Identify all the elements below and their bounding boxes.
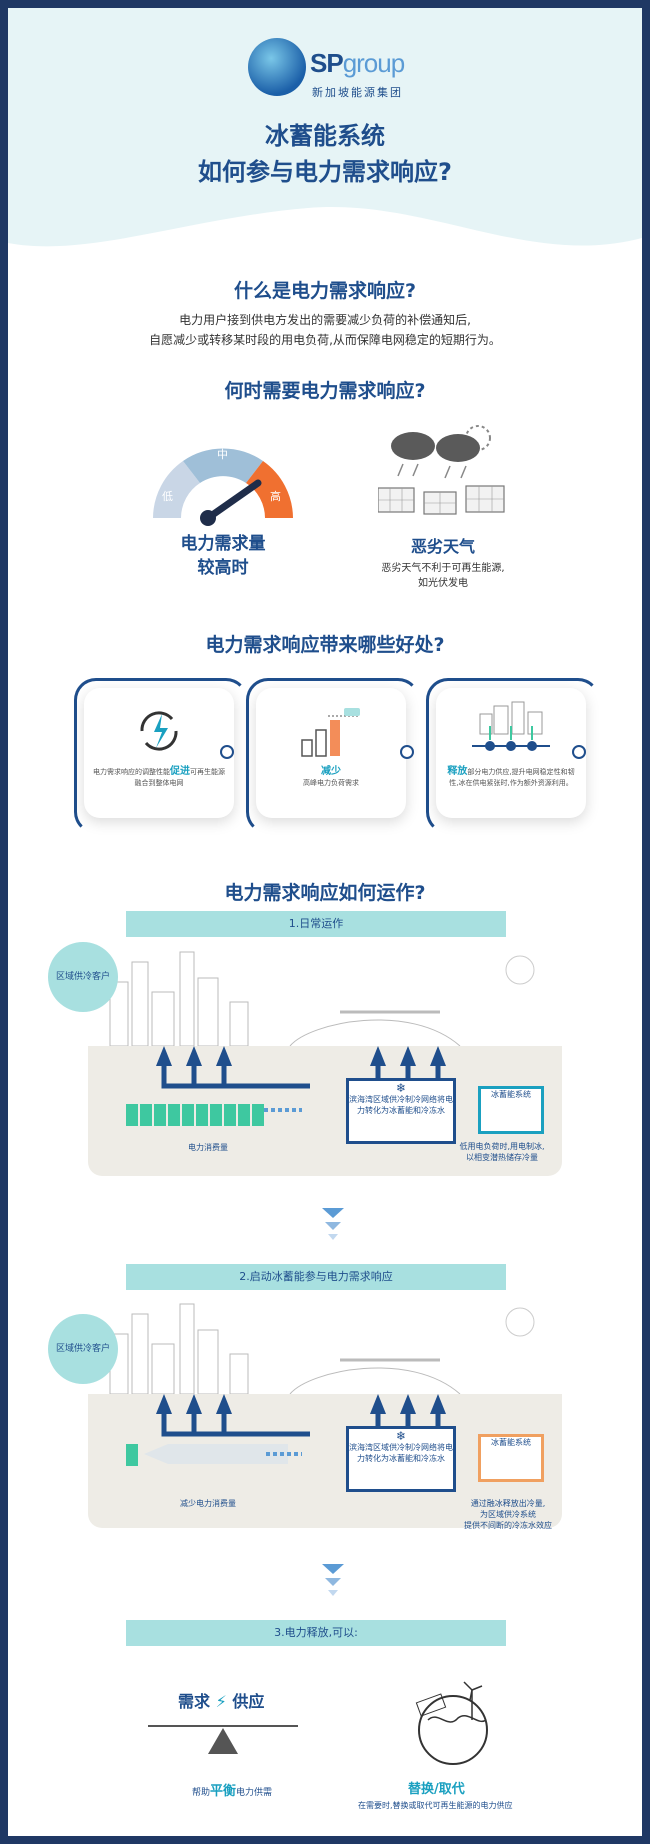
- what-description: 电力用户接到供电方发出的需要减少负荷的补偿通知后, 自愿减少或转移某时段的用电负…: [149, 313, 501, 347]
- gauge-mid-label: 中: [217, 448, 228, 461]
- bolt-icon: ⚡: [215, 1692, 227, 1711]
- gauge-low-label: 低: [162, 490, 173, 503]
- gauge-caption: 电力需求量 较高时: [180, 534, 266, 578]
- step2-central-plant: ❄ 滨海湾区域供冷制冷网络将电力转化为冰蓄能和冷冻水: [346, 1426, 456, 1492]
- chevron-down-icon: [322, 1564, 344, 1596]
- step2-note: 通过融冰释放出冷量, 为区域供冷系统 提供不间断的冷冻水效应: [464, 1499, 552, 1530]
- replace-highlight: 替换/取代: [408, 1782, 465, 1797]
- header-wave: [8, 8, 642, 247]
- step2-battery-bar: [126, 1444, 140, 1470]
- page-title: 冰蓄能系统 如何参与电力需求响应?: [198, 122, 452, 186]
- gauge-needle: [204, 479, 262, 522]
- peak-reduction-icon: [301, 708, 360, 757]
- step1-ice-storage: 冰蓄能系统: [478, 1086, 544, 1134]
- benefits-heading: 电力需求响应带来哪些好处?: [205, 634, 445, 656]
- card-ring-2: [246, 678, 420, 834]
- how-heading: 电力需求响应如何运作?: [224, 882, 426, 904]
- benefit-card-release: 释放部分电力供应,提升电网稳定性和韧性,冰在供电紧张时,作为额外资源利用。: [436, 688, 586, 818]
- logo-brand: SPgroup: [310, 48, 405, 78]
- connector-dot: [400, 745, 414, 759]
- step1-customer-badge: 区域供冷客户: [48, 942, 118, 1012]
- replace-caption: 在需要时,替换或取代可再生能源的电力供应: [358, 1801, 513, 1810]
- step2-pipes: [144, 1394, 446, 1464]
- step2-customer-badge: 区域供冷客户: [48, 1314, 118, 1384]
- step2-consumption-label: 减少电力消费量: [180, 1499, 236, 1508]
- chevron-down-icon: [322, 1208, 344, 1240]
- demand-gauge-icon: 低 中 高: [153, 448, 293, 526]
- step3-banner: 3.电力释放,可以:: [126, 1620, 506, 1646]
- balance-caption: 帮助平衡电力供需: [192, 1784, 273, 1799]
- weather-caption: 恶劣天气 恶劣天气不利于可再生能源, 如光伏发电: [381, 537, 505, 589]
- benefit-card-peak: 减少高峰电力负荷需求: [256, 688, 406, 818]
- infographic-frame: SPgroup 新加坡能源集团 冰蓄能系统 如何参与电力需求响应? 什么是电力需…: [8, 8, 642, 1836]
- snowflake-icon: ❄: [395, 1081, 407, 1095]
- city-grid-icon: [472, 701, 550, 751]
- connector-dot: [220, 745, 234, 759]
- step2-ground-panel: [88, 1394, 562, 1528]
- gauge-high-label: 高: [270, 489, 281, 503]
- what-heading: 什么是电力需求响应?: [233, 280, 417, 302]
- card-ring-1: [74, 678, 248, 834]
- renewable-cycle-icon: [140, 711, 178, 751]
- demand-supply-label: 需求 ⚡ 供应: [178, 1692, 265, 1711]
- globe-renewable-icon: [415, 1681, 488, 1765]
- logo-mark-icon: [248, 38, 306, 96]
- benefit-card-renewable: 电力需求响应的调整性能促进可再生能源融合到整体电网: [84, 688, 234, 818]
- connector-dot: [572, 745, 586, 759]
- card-ring-3: [426, 678, 600, 834]
- step1-note: 低用电负荷时,用电制冰, 以相变潜热储存冷量: [459, 1142, 545, 1162]
- step1-central-plant: ❄ 滨海湾区域供冷制冷网络将电力转化为冰蓄能和冷冻水: [346, 1078, 456, 1144]
- step1-battery-bar: [126, 1104, 286, 1130]
- when-heading: 何时需要电力需求响应?: [224, 380, 426, 402]
- step2-banner: 2.启动冰蓄能参与电力需求响应: [126, 1264, 506, 1290]
- step1-consumption-label: 电力消费量: [188, 1143, 228, 1152]
- balance-scale-icon: [148, 1725, 298, 1754]
- step1-skyline: [109, 951, 535, 1046]
- step1-banner: 1.日常运作: [126, 911, 506, 937]
- step2-ice-storage: 冰蓄能系统: [478, 1434, 544, 1482]
- storm-solar-icon: [378, 425, 505, 515]
- step2-skyline: [109, 1303, 535, 1394]
- spgroup-logo: SPgroup 新加坡能源集团: [248, 38, 448, 108]
- snowflake-icon: ❄: [395, 1429, 407, 1443]
- logo-subtitle: 新加坡能源集团: [312, 86, 403, 99]
